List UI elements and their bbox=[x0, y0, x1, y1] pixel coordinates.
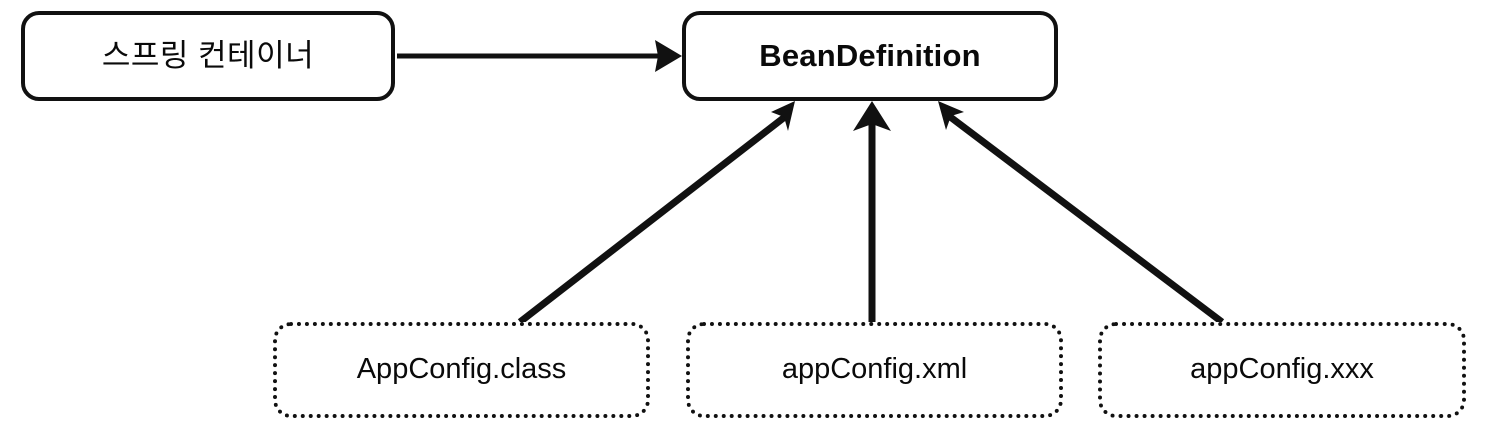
node-appconfig-xxx[interactable]: appConfig.xxx bbox=[1098, 322, 1466, 418]
node-appconfig-class-label: AppConfig.class bbox=[356, 353, 567, 386]
node-appconfig-xml-label: appConfig.xml bbox=[781, 353, 968, 386]
node-appconfig-xml[interactable]: appConfig.xml bbox=[686, 322, 1063, 418]
node-bean-definition-label: BeanDefinition bbox=[759, 37, 981, 73]
edge-class-to-beandefinition bbox=[517, 101, 795, 325]
edge-xml-to-beandefinition bbox=[853, 101, 891, 322]
node-appconfig-class[interactable]: AppConfig.class bbox=[273, 322, 650, 418]
edge-container-to-beandefinition bbox=[397, 40, 682, 72]
node-spring-container[interactable]: 스프링 컨테이너 bbox=[21, 11, 395, 101]
node-spring-container-label: 스프링 컨테이너 bbox=[101, 37, 315, 73]
node-appconfig-xxx-label: appConfig.xxx bbox=[1190, 353, 1374, 386]
node-bean-definition[interactable]: BeanDefinition bbox=[682, 11, 1058, 101]
edge-xxx-to-beandefinition bbox=[938, 101, 1225, 325]
